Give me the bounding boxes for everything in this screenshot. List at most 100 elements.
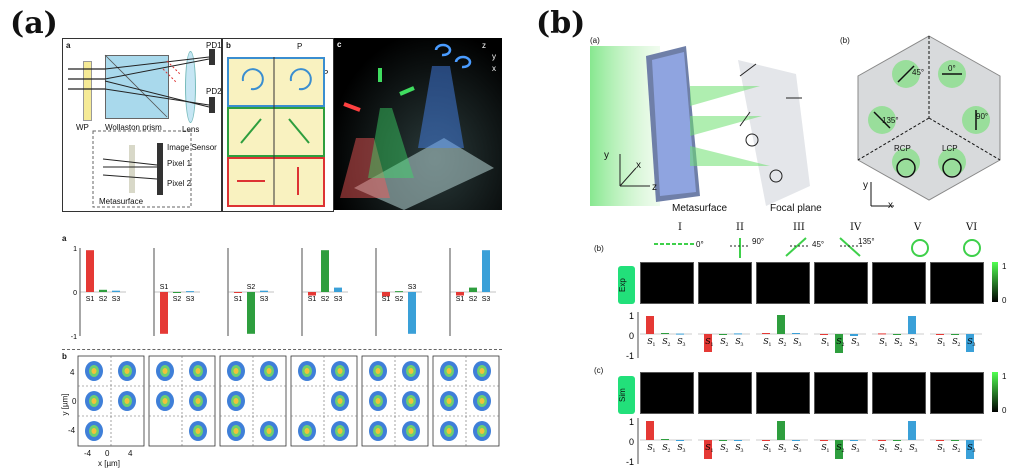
- schematic-label: a: [66, 41, 71, 50]
- stokes-bar: [661, 333, 669, 334]
- stokes-label: S2: [321, 296, 330, 303]
- stokes-bar: [966, 334, 974, 352]
- stokes-label: S1: [456, 296, 465, 303]
- intensity-spot-peak: [337, 398, 343, 404]
- intensity-spot-peak: [408, 428, 414, 434]
- exp-tag: Exp: [618, 266, 635, 304]
- col-header-3: III: [793, 222, 805, 233]
- row-b-label: (b): [594, 244, 604, 253]
- xtick-left: -4: [84, 449, 92, 458]
- intensity-spot-peak: [91, 398, 97, 404]
- pd1-label: PD1: [206, 41, 222, 50]
- hex-label-0: 0°: [948, 64, 956, 73]
- stokes-subscript: 3: [914, 342, 917, 348]
- sim-colorbar: [992, 372, 998, 412]
- render-panel: c z y x: [334, 38, 502, 210]
- stokes-bar: [260, 290, 268, 292]
- pixel-grid-panel: b P P: [222, 38, 334, 212]
- stokes-label: S: [763, 443, 769, 452]
- stokes-label: S3: [408, 284, 417, 291]
- intensity-spot-peak: [408, 398, 414, 404]
- stokes-bar: [247, 292, 255, 334]
- stokes-label: S: [967, 443, 973, 452]
- render-axis-y: y: [492, 52, 496, 61]
- stokes-label: S: [647, 443, 653, 452]
- maps-ylabel: y [µm]: [60, 393, 70, 416]
- stokes-subscript: 3: [972, 448, 975, 454]
- stokes-bar: [734, 440, 742, 441]
- circular-cell: [227, 57, 325, 107]
- stokes-bar: [86, 250, 94, 292]
- stokes-subscript: 2: [667, 448, 670, 454]
- hex-label-90: 90°: [976, 112, 989, 121]
- stokes-label: S: [952, 443, 958, 452]
- illus-axis-x: x: [636, 160, 641, 171]
- stokes-label: S: [735, 443, 741, 452]
- hexagon-focal-pattern: [857, 35, 1001, 201]
- divider: [62, 349, 502, 350]
- stokes-label: S: [821, 337, 827, 346]
- stokes-bar: [792, 333, 800, 334]
- bar-tick-label: 0: [629, 331, 634, 341]
- focusing-illustration: [590, 46, 810, 206]
- stokes-bar: [719, 440, 727, 441]
- stokes-subscript: 2: [725, 448, 728, 454]
- stokes-label: S: [909, 443, 915, 452]
- stokes-bar: [661, 439, 669, 440]
- col-header-1: I: [678, 222, 682, 233]
- sim-cbar-min: 0: [1002, 406, 1007, 415]
- stokes-bar: [408, 292, 416, 334]
- intensity-spot-peak: [266, 368, 272, 374]
- stokes-label: S: [735, 337, 741, 346]
- stokes-bar: [850, 334, 858, 336]
- exp-colorbar: [992, 262, 998, 302]
- angle-90: 90°: [752, 237, 765, 246]
- stokes-label: S: [677, 443, 683, 452]
- stokes-label: S: [836, 337, 842, 346]
- stokes-bar: [878, 333, 886, 335]
- lens: [185, 51, 196, 123]
- polarization-icons: [654, 237, 981, 258]
- stokes-label: S: [836, 443, 842, 452]
- intensity-spot-peak: [91, 368, 97, 374]
- illus-axis-y: y: [604, 150, 609, 161]
- stokes-label: S2: [173, 296, 182, 303]
- angle-45: 45°: [812, 240, 825, 249]
- stokes-bar: [820, 334, 828, 335]
- image-sensor-label: Image Sensor: [167, 143, 217, 152]
- intensity-spot-peak: [375, 428, 381, 434]
- stokes-bar: [382, 292, 390, 297]
- focal-image: [814, 262, 868, 304]
- stokes-label: S: [894, 337, 900, 346]
- stokes-subscript: 1: [710, 342, 713, 348]
- stokes-subscript: 2: [841, 342, 844, 348]
- stokes-subscript: 1: [710, 448, 713, 454]
- stokes-label: S2: [99, 296, 108, 303]
- stokes-bar: [835, 440, 843, 459]
- stokes-bar: [186, 291, 194, 293]
- stokes-bar: [321, 250, 329, 292]
- stokes-subscript: 1: [884, 448, 887, 454]
- stokes-subscript: 1: [652, 448, 655, 454]
- stokes-label: S: [720, 443, 726, 452]
- stokes-label: S: [879, 337, 885, 346]
- intensity-spot-peak: [233, 398, 239, 404]
- stokes-subscript: 2: [957, 448, 960, 454]
- stokes-bar: [646, 421, 654, 440]
- stokes-subscript: 2: [841, 448, 844, 454]
- stokes-subscript: 1: [652, 342, 655, 348]
- stokes-subscript: 2: [667, 342, 670, 348]
- bar-tick-label: 1: [73, 246, 77, 253]
- stokes-label: S: [952, 337, 958, 346]
- stokes-bar: [234, 292, 242, 293]
- stokes-bar: [734, 333, 742, 335]
- stokes-bar: [966, 440, 974, 459]
- grid-label: b: [226, 41, 231, 50]
- stokes-bar: [160, 292, 168, 334]
- intensity-spot-peak: [233, 368, 239, 374]
- stokes-bar: [469, 287, 477, 292]
- bar-tick-label: -1: [626, 457, 634, 467]
- stokes-bar: [762, 440, 770, 441]
- stokes-subscript: 2: [899, 342, 902, 348]
- focal-image: [930, 372, 984, 414]
